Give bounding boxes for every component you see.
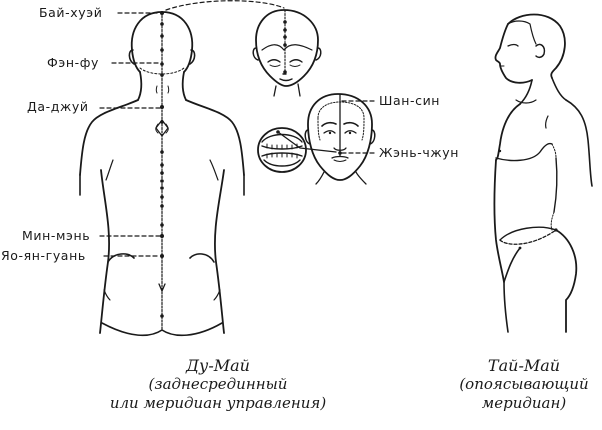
side-figure-icon (493, 13, 593, 333)
label-ming-men: Мин-мэнь (22, 228, 91, 243)
caption-dai-mai-line2: меридиан) (481, 394, 567, 412)
head-front-icon (304, 93, 376, 185)
du-mai-meridian-line (155, 11, 169, 331)
head-top-icon (252, 9, 322, 97)
caption-dai-mai-title: Тай-Май (487, 356, 561, 375)
back-figure-icon (79, 11, 245, 337)
mouth-icon (257, 127, 337, 173)
label-ren-zhong: Жэнь-чжун (379, 145, 459, 160)
label-yao-yang-guan: Яо-ян-гуань (1, 248, 86, 263)
face-leader-lines (341, 100, 375, 154)
caption-du-mai-title: Ду-Май (186, 356, 250, 375)
label-feng-fu: Фэн-фу (47, 55, 99, 70)
caption-du-mai-line1: (заднесрединный (148, 375, 288, 393)
label-shang-xing: Шан-син (379, 93, 441, 108)
caption-dai-mai-line1: (опоясывающий (459, 375, 589, 393)
label-bai-huei: Бай-хуэй (39, 5, 103, 20)
caption-du-mai: Ду-Май (заднесрединный или меридиан упра… (98, 356, 338, 413)
caption-du-mai-line2: или меридиан управления) (109, 394, 327, 412)
caption-dai-mai: Тай-Май (опоясывающий меридиан) (446, 356, 602, 413)
back-leader-lines (99, 0, 285, 257)
label-da-zhui: Да-джуй (27, 99, 89, 114)
